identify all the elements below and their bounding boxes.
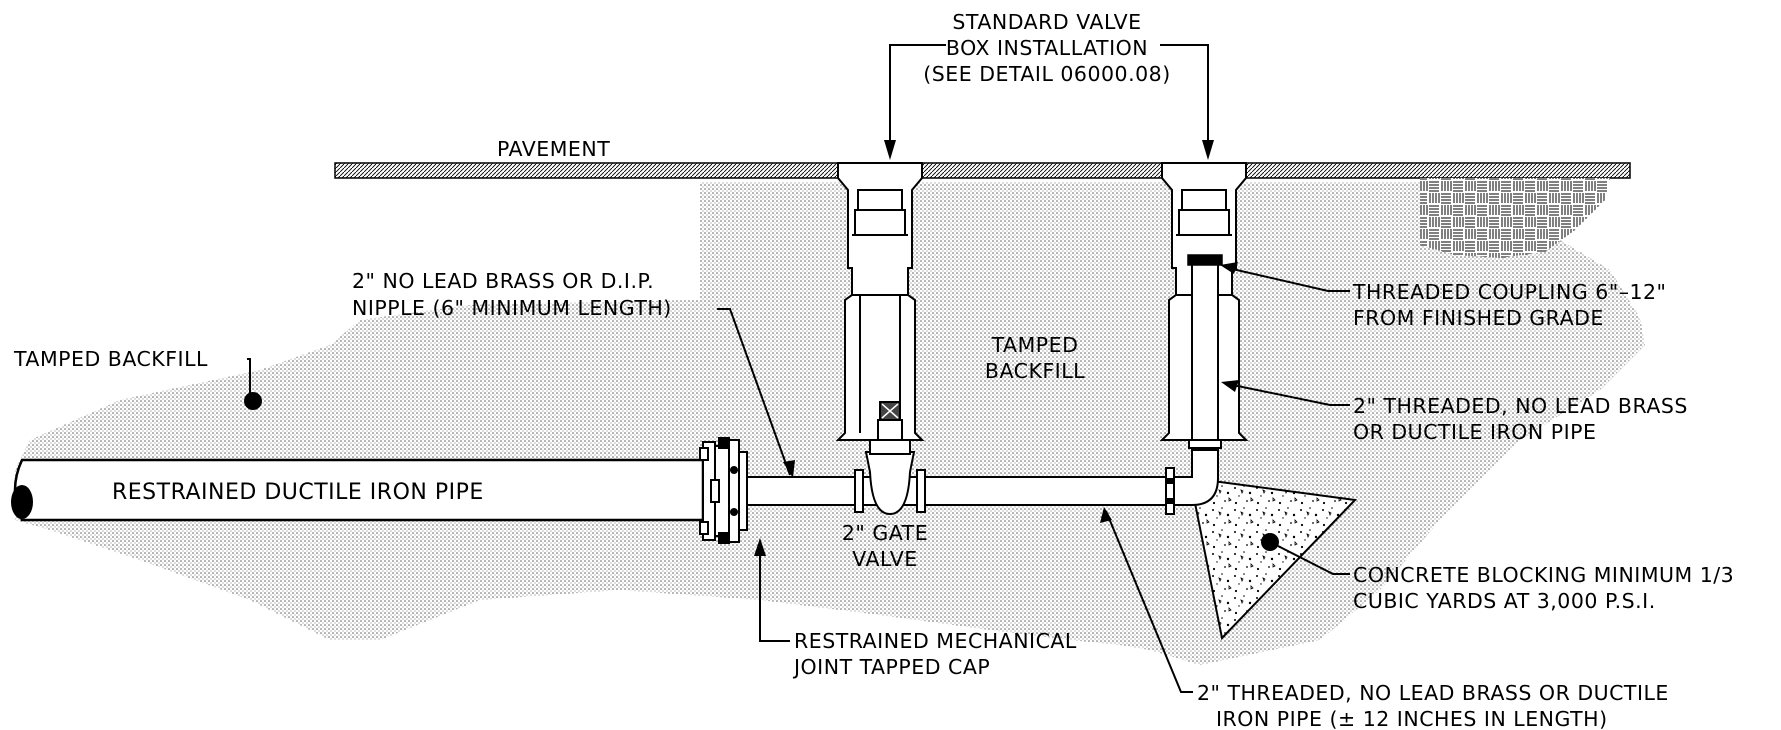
label-riser-1: 2" THREADED, NO LEAD BRASS xyxy=(1353,394,1688,418)
label-pavement: PAVEMENT xyxy=(497,137,610,161)
label-standard-valve-box-3: (SEE DETAIL 06000.08) xyxy=(923,62,1170,86)
pavement xyxy=(334,162,1631,179)
label-tamped-backfill-center-2: BACKFILL xyxy=(985,359,1085,383)
label-gate-valve-1: 2" GATE xyxy=(842,521,928,545)
label-coupling-1: THREADED COUPLING 6"–12" xyxy=(1352,280,1666,304)
label-tamped-backfill-center-1: TAMPED xyxy=(991,333,1079,357)
label-horiz-pipe-1: 2" THREADED, NO LEAD BRASS OR DUCTILE xyxy=(1197,681,1669,705)
elbow-fitting xyxy=(1171,449,1219,506)
label-tamped-backfill-left: TAMPED BACKFILL xyxy=(13,347,208,371)
mechanical-joint-cap xyxy=(699,437,748,544)
label-horiz-pipe-2: IRON PIPE (± 12 INCHES IN LENGTH) xyxy=(1216,707,1608,730)
label-mj-cap-2: JOINT TAPPED CAP xyxy=(792,655,990,679)
ductile-iron-pipe xyxy=(11,458,705,522)
leader-lines xyxy=(247,44,1350,693)
label-standard-valve-box-2: BOX INSTALLATION xyxy=(946,36,1148,60)
label-blocking-1: CONCRETE BLOCKING MINIMUM 1/3 xyxy=(1353,563,1734,587)
backfill-callout-dot xyxy=(244,392,262,410)
label-restrained-pipe: RESTRAINED DUCTILE IRON PIPE xyxy=(112,480,484,505)
label-mj-cap-1: RESTRAINED MECHANICAL xyxy=(794,629,1077,653)
label-blocking-2: CUBIC YARDS AT 3,000 P.S.I. xyxy=(1353,589,1656,613)
gate-valve xyxy=(854,401,926,516)
riser-pipe xyxy=(1191,261,1219,451)
valve-box-left xyxy=(835,162,925,441)
label-coupling-2: FROM FINISHED GRADE xyxy=(1353,306,1604,330)
blocking-callout-dot xyxy=(1261,533,1279,551)
label-standard-valve-box-1: STANDARD VALVE xyxy=(952,10,1141,34)
threaded-coupling xyxy=(1187,254,1223,266)
concrete-blocking xyxy=(1188,476,1358,641)
label-riser-2: OR DUCTILE IRON PIPE xyxy=(1353,420,1596,444)
existing-soil-pattern xyxy=(1420,178,1610,258)
two-inch-horizontal-pipe xyxy=(746,476,1173,506)
label-nipple-2: NIPPLE (6" MINIMUM LENGTH) xyxy=(352,296,672,320)
arrowheads xyxy=(754,140,1239,556)
label-nipple-1: 2" NO LEAD BRASS OR D.I.P. xyxy=(352,269,654,293)
label-gate-valve-2: VALVE xyxy=(852,547,917,571)
